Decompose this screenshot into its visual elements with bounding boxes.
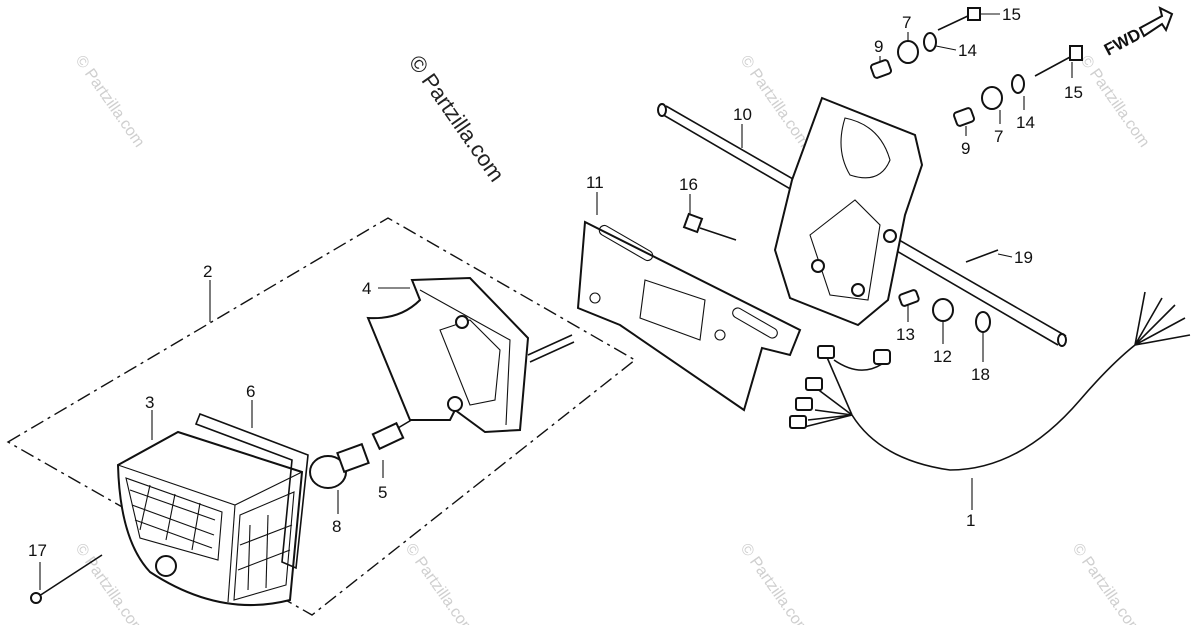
callout-4: 4 <box>362 279 371 298</box>
part-8-bulb <box>309 442 370 489</box>
watermark-faded: © Partzilla.com <box>737 541 813 625</box>
callout-7: 7 <box>994 127 1003 146</box>
callout-9: 9 <box>874 37 883 56</box>
callout-14: 14 <box>958 41 977 60</box>
callout-17: 17 <box>28 541 47 560</box>
callout-18: 18 <box>971 365 990 384</box>
callout-9: 9 <box>961 139 970 158</box>
part-15-bolts <box>937 7 1083 77</box>
callout-10: 10 <box>733 105 752 124</box>
part-4-case <box>366 276 575 434</box>
callout-1: 1 <box>966 511 975 530</box>
watermark-faded: © Partzilla.com <box>1069 541 1145 625</box>
callouts: 2 3 6 4 5 8 17 11 16 10 1 13 12 18 19 9 … <box>28 5 1083 560</box>
rear-bracket <box>773 96 924 327</box>
watermark-faded: © Partzilla.com <box>402 541 478 625</box>
watermark-main: © Partzilla.com <box>404 51 510 187</box>
watermark-faded: © Partzilla.com <box>1077 53 1153 151</box>
callout-15: 15 <box>1002 5 1021 24</box>
callout-7: 7 <box>902 13 911 32</box>
watermark-faded: © Partzilla.com <box>72 53 148 151</box>
part-11-bracket <box>576 220 802 412</box>
part-3-lens <box>116 430 304 607</box>
part-1-harness <box>789 291 1191 471</box>
small-hardware <box>898 249 999 333</box>
callout-13: 13 <box>896 325 915 344</box>
fwd-arrow: FWD <box>1101 6 1174 60</box>
nuts-and-washers <box>869 32 1025 127</box>
callout-5: 5 <box>378 483 387 502</box>
leader-lines <box>39 13 1073 590</box>
callout-6: 6 <box>246 382 255 401</box>
watermark-faded: © Partzilla.com <box>737 53 813 151</box>
callout-11: 11 <box>586 173 604 192</box>
callout-14: 14 <box>1016 113 1035 132</box>
callout-8: 8 <box>332 517 341 536</box>
callout-15: 15 <box>1064 83 1083 102</box>
part-6-gasket <box>194 412 309 570</box>
fwd-label: FWD <box>1101 25 1144 60</box>
callout-16: 16 <box>679 175 698 194</box>
part-16-bolt <box>682 212 737 241</box>
callout-12: 12 <box>933 347 952 366</box>
part-17-screw <box>30 554 103 604</box>
callout-3: 3 <box>145 393 154 412</box>
callout-2: 2 <box>203 262 212 281</box>
callout-19: 19 <box>1014 248 1033 267</box>
